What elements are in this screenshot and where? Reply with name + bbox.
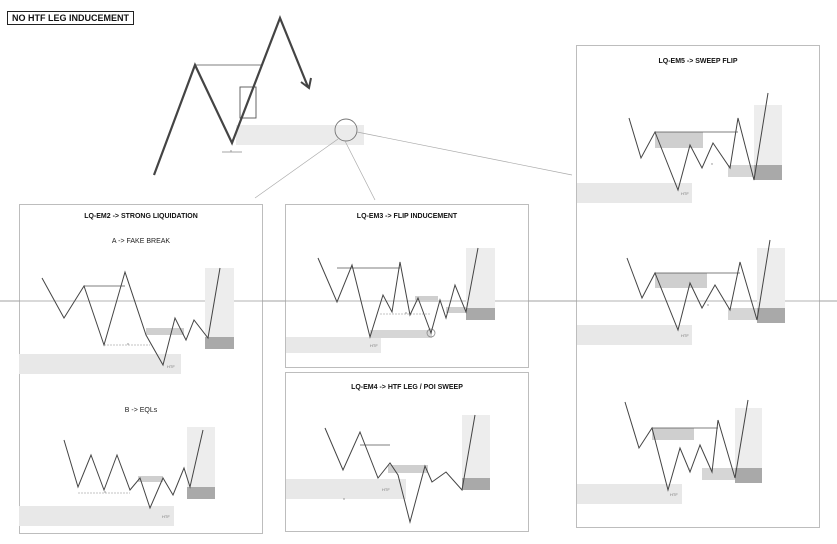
- em4-x-mark: x: [343, 496, 345, 501]
- flip-zone: [655, 132, 703, 148]
- price-path: [628, 92, 769, 192]
- poi-zone-dark: [187, 487, 215, 499]
- em5b-x-mark: x: [707, 302, 709, 307]
- flip-zone: [370, 330, 432, 338]
- em3-diagram: [286, 247, 495, 353]
- em5c-htf-tag: HTF: [670, 492, 678, 497]
- panel-em2-title: LQ-EM2 -> STRONG LIQUIDATION: [84, 213, 198, 220]
- connector-em3: [344, 140, 376, 201]
- price-path: [624, 399, 749, 492]
- target-zone: [205, 268, 234, 348]
- inducement-zone: [702, 468, 735, 480]
- poi-zone-dark: [462, 478, 490, 490]
- inducement-zone: [728, 308, 757, 320]
- em4-htf-tag: HTF: [382, 487, 390, 492]
- main-price-path: [152, 15, 310, 176]
- inducement-zone-2: [446, 307, 466, 313]
- em4-diagram: [286, 414, 490, 524]
- em2b-x-mark: x: [104, 489, 106, 494]
- htf-zone: [577, 325, 692, 345]
- htf-zone: [286, 337, 381, 353]
- sweep-circle: [426, 328, 436, 338]
- htf-zone: [286, 479, 406, 499]
- panel-em3-title: LQ-EM3 -> FLIP INDUCEMENT: [356, 213, 458, 220]
- price-path: [324, 414, 476, 524]
- page-title: NO HTF LEG INDUCEMENT: [7, 11, 134, 25]
- em5-diagram-2: [577, 239, 785, 345]
- em3-x-mark: x: [405, 310, 407, 315]
- price-path: [626, 239, 771, 332]
- connector-em2: [254, 138, 339, 199]
- em3-htf-tag: HTF: [370, 343, 378, 348]
- inducement-zone: [388, 465, 428, 473]
- flip-zone: [652, 428, 694, 440]
- inducement-box: [239, 86, 257, 119]
- em2-case-b: [19, 427, 215, 526]
- arrow-head: [300, 77, 312, 90]
- price-path: [317, 247, 479, 339]
- em2a-htf-tag: HTF: [167, 364, 175, 369]
- main-x-mark: x: [230, 148, 232, 153]
- inducement-zone: [415, 296, 438, 302]
- em2b-htf-tag: HTF: [162, 514, 170, 519]
- em2-case-a: [19, 267, 234, 374]
- price-path: [41, 267, 221, 367]
- htf-zone: [577, 183, 692, 203]
- poi-zone-dark: [466, 308, 495, 320]
- em5c-x-mark: x: [688, 466, 690, 471]
- em2a-x-mark: x: [127, 341, 129, 346]
- poi-zone-dark: [757, 308, 785, 323]
- em5-diagram-1: [577, 92, 782, 203]
- em5b-htf-tag: HTF: [681, 333, 689, 338]
- poi-zone-dark: [754, 165, 782, 180]
- inducement-zone: [728, 165, 754, 177]
- panel-em5-title: LQ-EM5 -> SWEEP FLIP: [658, 58, 738, 65]
- em5a-x-mark: x: [711, 161, 713, 166]
- target-zone: [462, 415, 490, 490]
- poi-zone-dark: [735, 468, 762, 483]
- price-path: [63, 429, 204, 510]
- poi-zone: [236, 125, 364, 145]
- htf-zone: [577, 484, 682, 504]
- focus-circle: [334, 118, 358, 142]
- htf-zone: [19, 354, 181, 374]
- case-b-label: B -> EQLs: [124, 407, 158, 414]
- htf-zone: [19, 506, 174, 526]
- inducement-zone: [138, 476, 163, 482]
- flip-zone: [655, 273, 707, 288]
- panel-em4-title: LQ-EM4 -> HTF LEG / POI SWEEP: [351, 384, 463, 391]
- connector-em5: [356, 131, 573, 176]
- poi-zone-dark: [205, 337, 234, 349]
- inducement-zone: [146, 328, 184, 335]
- em5-diagram-3: [577, 399, 762, 504]
- case-a-label: A -> FAKE BREAK: [111, 238, 171, 245]
- em5a-htf-tag: HTF: [681, 191, 689, 196]
- main-diagram: [152, 15, 573, 201]
